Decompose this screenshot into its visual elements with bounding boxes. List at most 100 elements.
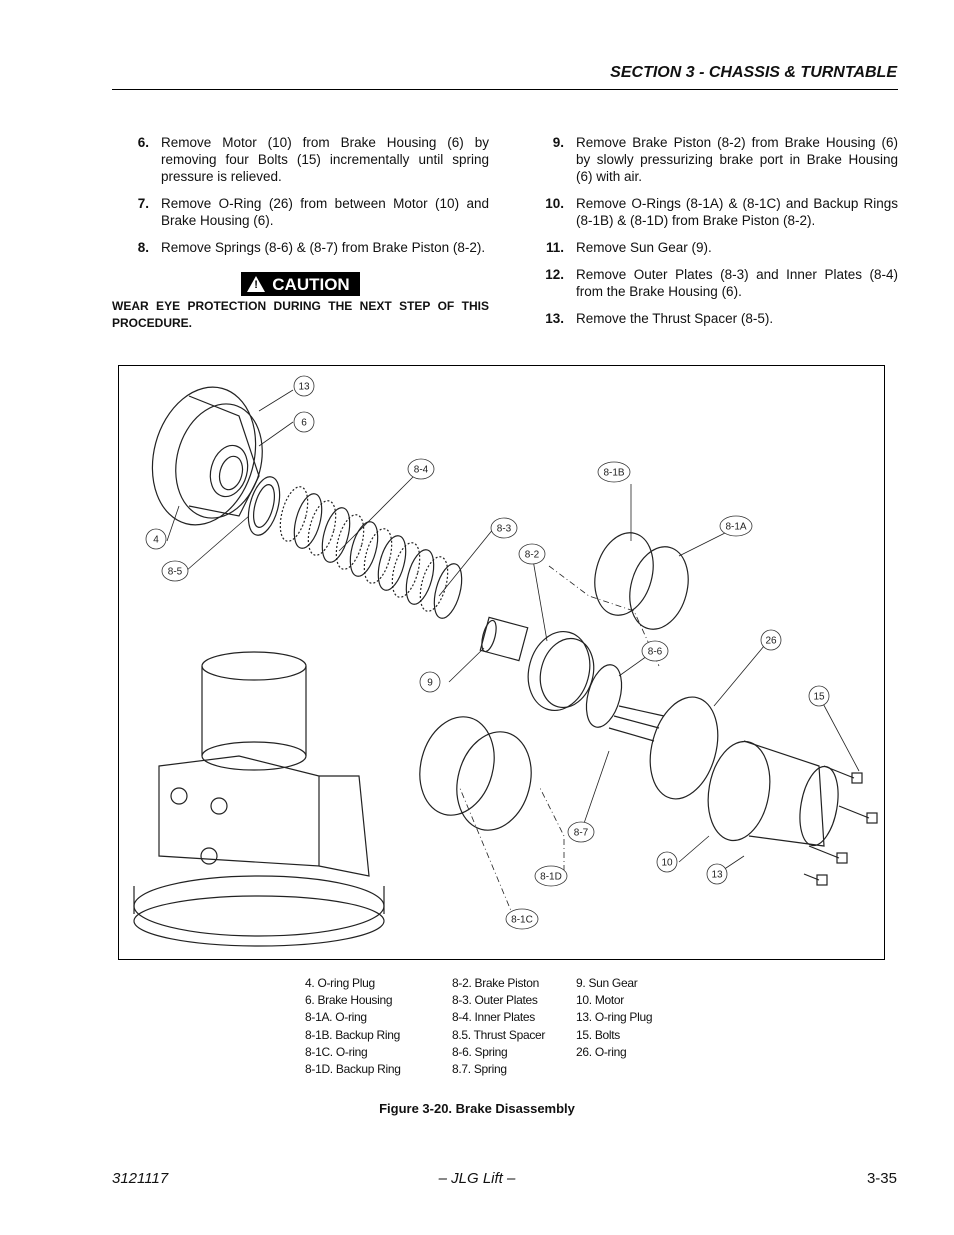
caution-label: CAUTION	[272, 274, 350, 294]
callout-c84: 8-4	[407, 458, 435, 480]
legend-column-2: 8-2. Brake Piston 8-3. Outer Plates 8-4.…	[452, 975, 545, 1078]
callout-label: 9	[427, 678, 433, 689]
footer-page-number: 3-35	[866, 1170, 897, 1187]
callout-c13a: 13	[293, 375, 315, 397]
callout-c81a: 8-1A	[719, 515, 753, 537]
step-number: 8.	[137, 240, 149, 255]
legend-item: 26. O-ring	[576, 1044, 627, 1059]
brake-piston-drawing	[527, 630, 595, 712]
brake-plate	[307, 500, 337, 556]
brake-plate	[363, 528, 393, 584]
step-item: 10. Remove O-Rings (8-1A) & (8-1C) and B…	[527, 195, 898, 229]
brake-exploded-diagram: 1368-48-1B8-1A8-38-248-58-6269158-710138…	[133, 375, 878, 947]
callout-c10: 10	[656, 851, 678, 873]
callout-label: 4	[153, 535, 159, 546]
step-text: Remove Springs (8-6) & (8-7) from Brake …	[161, 240, 486, 255]
brake-plate	[349, 521, 379, 577]
callout-label: 8-1B	[603, 468, 624, 479]
legend-item: 10. Motor	[576, 993, 624, 1008]
legend-column-1: 4. O-ring Plug 6. Brake Housing 8-1A. O-…	[305, 975, 401, 1078]
callout-c9: 9	[419, 671, 441, 693]
legend-item: 8-1B. Backup Ring	[305, 1027, 400, 1042]
callout-label: 8-6	[648, 647, 663, 658]
bolts-drawing	[803, 765, 878, 886]
step-text: Remove the Thrust Spacer (8-5).	[576, 311, 774, 326]
o-ring-8-1a-drawing	[629, 546, 689, 630]
callout-c26: 26	[760, 629, 782, 651]
step-item: 9. Remove Brake Piston (8-2) from Brake …	[527, 134, 898, 185]
callout-label: 8-5	[168, 567, 183, 578]
brake-plate	[321, 507, 351, 563]
callout-c81d: 8-1D	[534, 865, 568, 887]
footer-publisher: – JLG Lift –	[438, 1170, 516, 1187]
brake-housing-drawing	[151, 386, 263, 526]
legend-item: 13. O-ring Plug	[576, 1010, 653, 1025]
o-ring-8-1c-drawing	[419, 716, 495, 816]
callout-c81c: 8-1C	[505, 908, 539, 930]
legend-item: 8.7. Spring	[452, 1062, 507, 1077]
brake-plate	[419, 556, 449, 612]
o-ring-26-drawing	[649, 696, 719, 800]
step-number: 9.	[552, 135, 564, 150]
callout-c15: 15	[808, 685, 830, 707]
brake-plate	[405, 549, 435, 605]
callout-label: 8-1A	[725, 522, 746, 533]
legend-column-3: 9. Sun Gear 10. Motor 13. O-ring Plug 15…	[576, 975, 653, 1061]
callout-label: 10	[661, 858, 673, 869]
callout-label: 8-4	[414, 465, 429, 476]
left-column: 6. Remove Motor (10) from Brake Housing …	[112, 134, 489, 332]
step-item: 13. Remove the Thrust Spacer (8-5).	[527, 310, 898, 327]
brake-plate	[279, 486, 309, 542]
step-number: 10.	[545, 196, 564, 211]
step-text: Remove Motor (10) from Brake Housing (6)…	[161, 135, 489, 184]
legend-item: 8-4. Inner Plates	[452, 1010, 535, 1025]
step-number: 13.	[545, 311, 564, 326]
callout-c83: 8-3	[490, 517, 518, 539]
callout-c4: 4	[145, 528, 167, 550]
callout-label: 8-7	[574, 828, 589, 839]
legend-item: 9. Sun Gear	[576, 976, 638, 990]
brake-plate	[377, 535, 407, 591]
brake-plate	[293, 493, 323, 549]
callout-c6: 6	[293, 411, 315, 433]
step-number: 12.	[545, 267, 564, 282]
legend-item: 8-2. Brake Piston	[452, 976, 539, 990]
step-item: 12. Remove Outer Plates (8-3) and Inner …	[527, 266, 898, 300]
step-item: 8. Remove Springs (8-6) & (8-7) from Bra…	[112, 239, 489, 256]
callout-label: 13	[298, 382, 310, 393]
step-item: 11. Remove Sun Gear (9).	[527, 239, 898, 256]
warning-triangle-icon: !	[247, 276, 266, 292]
legend-item: 8.5. Thrust Spacer	[452, 1027, 546, 1042]
callout-c81b: 8-1B	[597, 461, 631, 483]
legend-item: 8-1C. O-ring	[305, 1044, 368, 1059]
callout-c82: 8-2	[518, 543, 546, 565]
callout-label: 8-1D	[540, 872, 562, 883]
callout-leader-lines	[166, 389, 860, 875]
brake-plate	[335, 514, 365, 570]
step-number: 11.	[545, 240, 564, 255]
brake-plate	[391, 542, 421, 598]
legend-item: 15. Bolts	[576, 1027, 620, 1042]
assembled-drive-drawing	[133, 651, 385, 947]
caution-banner: ! CAUTION	[241, 272, 360, 296]
page-header-title: SECTION 3 - CHASSIS & TURNTABLE	[610, 64, 897, 81]
step-text: Remove O-Ring (26) from between Motor (1…	[161, 196, 489, 228]
right-column: 9. Remove Brake Piston (8-2) from Brake …	[527, 134, 898, 337]
callout-c87: 8-7	[567, 821, 595, 843]
backup-ring-8-1d-drawing	[456, 731, 532, 831]
legend-item: 6. Brake Housing	[305, 993, 393, 1008]
caution-banner-wrap: ! CAUTION	[112, 272, 489, 296]
brake-plates-drawing	[279, 486, 463, 619]
figure-caption: Figure 3-20. Brake Disassembly	[379, 1101, 575, 1116]
callout-label: 8-3	[497, 524, 512, 535]
step-text: Remove Brake Piston (8-2) from Brake Hou…	[576, 135, 898, 184]
step-item: 7. Remove O-Ring (26) from between Motor…	[112, 195, 489, 229]
springs-drawing	[585, 664, 665, 742]
callout-c86: 8-6	[641, 640, 669, 662]
caution-text: WEAR EYE PROTECTION DURING THE NEXT STEP…	[112, 299, 489, 330]
header-rule	[112, 89, 898, 90]
step-number: 7.	[137, 196, 149, 211]
footer-document-number: 3121117	[112, 1170, 169, 1187]
step-text: Remove Sun Gear (9).	[576, 240, 712, 255]
